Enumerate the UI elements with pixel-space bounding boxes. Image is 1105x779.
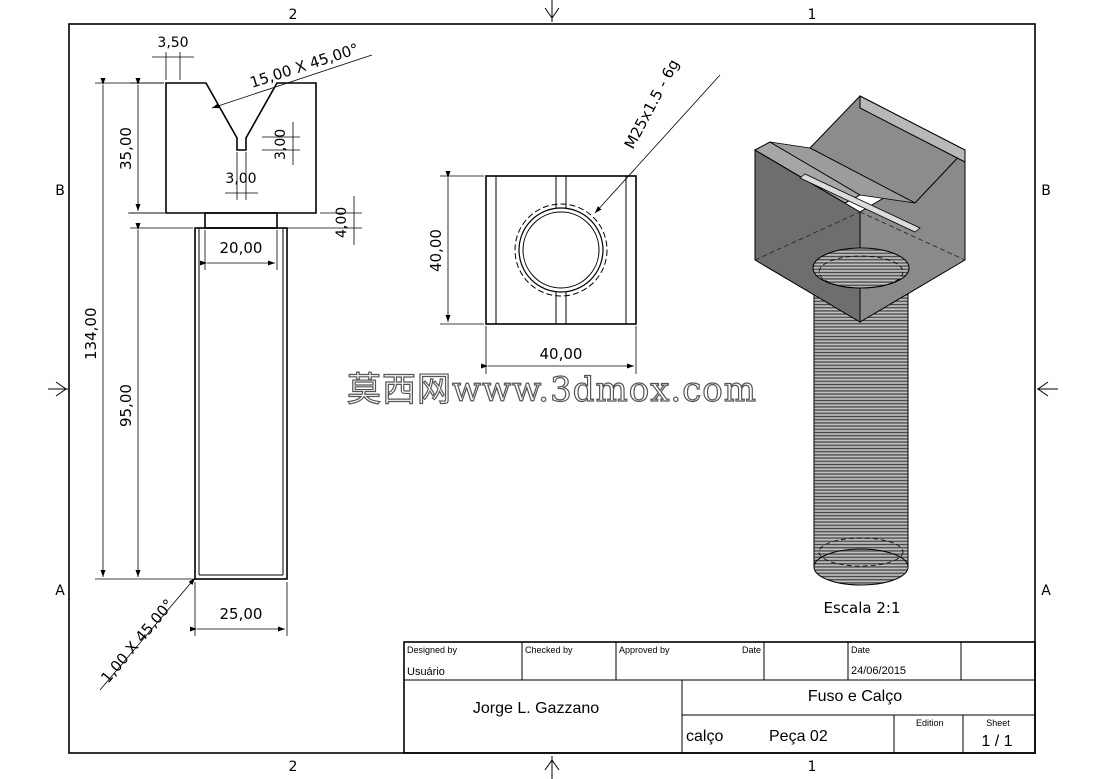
dim-collar-height: 4,00 bbox=[334, 207, 350, 238]
centering-mark-left bbox=[48, 381, 68, 397]
dim-shaft-width: 25,00 bbox=[220, 605, 263, 623]
designed-by-label: Designed by bbox=[407, 645, 458, 655]
approved-date-label: Date bbox=[742, 645, 761, 655]
collar-outline bbox=[204, 212, 278, 229]
dim-chamfer-bottom: 1,00 X 45,00° bbox=[97, 596, 177, 687]
drawing-title: Fuso e Calço bbox=[808, 688, 902, 705]
side-view-dimensions: 3,50 15,00 X 45,00° 3,00 3,00 35,00 134,… bbox=[82, 35, 373, 691]
head-outline bbox=[165, 82, 317, 214]
dim-collar-width: 20,00 bbox=[220, 239, 263, 257]
date-value: 24/06/2015 bbox=[851, 665, 906, 677]
centering-mark-bottom bbox=[544, 756, 560, 779]
sheet-label: Sheet bbox=[986, 718, 1010, 728]
thread-circle-inner bbox=[522, 211, 600, 289]
centering-mark-top bbox=[544, 0, 560, 22]
iso-view bbox=[753, 95, 966, 586]
dim-notch-depth: 3,00 bbox=[273, 129, 289, 160]
thread-circle-outer bbox=[518, 207, 604, 293]
zone-top-1: 1 bbox=[808, 7, 817, 23]
title-block bbox=[403, 641, 1036, 754]
edition-label: Edition bbox=[916, 718, 944, 728]
part-name: calço bbox=[686, 728, 723, 745]
dim-notch-width: 3,50 bbox=[157, 35, 188, 51]
dim-chamfer-top: 15,00 X 45,00° bbox=[248, 40, 361, 92]
top-view-outline bbox=[485, 175, 637, 325]
sheet-value: 1 / 1 bbox=[981, 733, 1012, 750]
watermark-text: 莫西网www.3dmox.com bbox=[347, 370, 757, 410]
zone-bottom-1: 1 bbox=[808, 759, 817, 775]
dim-head-height: 35,00 bbox=[117, 127, 135, 170]
thread-circle-dashed bbox=[514, 203, 608, 297]
date-label: Date bbox=[851, 645, 870, 655]
dim-top-height: 40,00 bbox=[427, 229, 445, 272]
author-name: Jorge L. Gazzano bbox=[473, 700, 599, 717]
dim-overall-length: 134,00 bbox=[82, 308, 100, 361]
centering-mark-right bbox=[1037, 381, 1058, 397]
zone-right-a: A bbox=[1041, 583, 1051, 599]
dim-top-width: 40,00 bbox=[540, 345, 583, 363]
zone-right-b: B bbox=[1041, 183, 1051, 199]
zone-left-a: A bbox=[55, 583, 65, 599]
approved-by-label: Approved by bbox=[619, 645, 670, 655]
iso-scale-label: Escala 2:1 bbox=[824, 599, 901, 617]
checked-by-label: Checked by bbox=[525, 645, 573, 655]
zone-bottom-2: 2 bbox=[289, 759, 298, 775]
designed-by-value: Usuário bbox=[407, 666, 445, 678]
dim-notch-bottom: 3,00 bbox=[225, 171, 256, 187]
zone-top-2: 2 bbox=[289, 7, 298, 23]
shaft-outline bbox=[194, 227, 288, 580]
side-view bbox=[165, 82, 317, 580]
dim-thread: M25x1.5 - 6g bbox=[621, 56, 683, 152]
zone-left-b: B bbox=[55, 183, 65, 199]
part-number: Peça 02 bbox=[769, 728, 828, 745]
top-view bbox=[485, 175, 637, 325]
dim-shaft-length: 95,00 bbox=[117, 384, 135, 427]
